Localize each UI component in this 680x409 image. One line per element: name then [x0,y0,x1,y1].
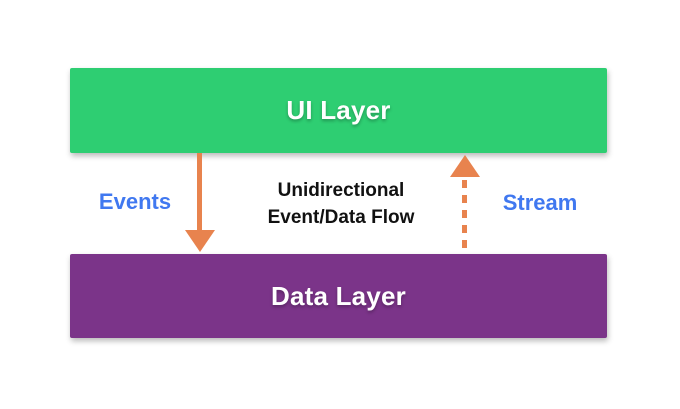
stream-label: Stream [502,190,578,215]
flow-caption-line1: Unidirectional [277,180,405,201]
events-arrow-shaft [197,153,202,232]
data-layer-label: Data Layer [271,280,406,311]
stream-arrow-dashed-shaft [462,180,467,254]
flow-caption-line2: Event/Data Flow [267,207,415,228]
events-label: Events [98,189,172,214]
arrow-up-icon [450,155,480,177]
ui-layer-box: UI Layer [70,68,607,153]
arrow-down-icon [185,230,215,252]
flow-caption: Unidirectional Event/Data Flow [221,177,461,231]
data-layer-box: Data Layer [70,254,607,338]
ui-layer-label: UI Layer [286,95,391,125]
